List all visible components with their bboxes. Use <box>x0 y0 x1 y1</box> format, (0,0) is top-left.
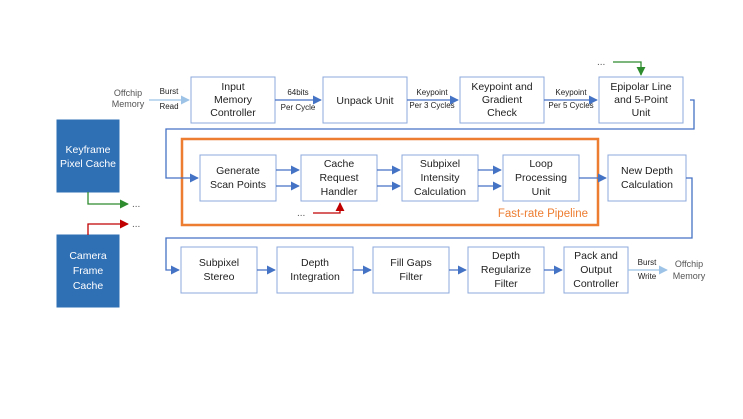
pack-output-controller-label-3: Controller <box>573 278 619 290</box>
pack-output-controller-label-2: Output <box>580 264 612 276</box>
camera-frame-cache-label-2: Frame <box>73 265 103 277</box>
unpack-unit: Unpack Unit <box>322 76 408 124</box>
camera-output-arrow <box>87 219 129 235</box>
epipolar-unit-label-2: and 5-Point <box>614 94 668 106</box>
keyframe-pixel-cache: Keyframe Pixel Cache <box>56 119 120 193</box>
cache-request-handler: Cache Request Handler <box>300 154 378 202</box>
new-depth-calculation-label-1: New Depth <box>621 165 673 177</box>
input-memory-controller-label-2: Memory <box>214 94 253 106</box>
epipolar-unit-label-3: Unit <box>632 107 651 119</box>
keypoint-gradient-check-label-3: Check <box>487 107 518 119</box>
keypoint-gradient-check-label-1: Keypoint and <box>471 81 532 93</box>
subpixel-stereo: Subpixel Stereo <box>180 246 258 294</box>
keypoint-5-label-2: Per 5 Cycles <box>548 101 593 110</box>
burst-write-label-2: Write <box>638 272 657 281</box>
burst-read-label-2: Read <box>159 102 178 111</box>
generate-scan-points-label-2: Scan Points <box>210 179 266 191</box>
camera-frame-cache-label-3: Cache <box>73 280 104 292</box>
cache-request-handler-label-1: Cache <box>324 158 355 170</box>
bits-per-cycle-label-1: 64bits <box>287 88 308 97</box>
arrow-epipolar-to-generate <box>165 99 695 183</box>
depth-regularize-filter: Depth Regularize Filter <box>467 246 545 294</box>
fill-gaps-filter-label-1: Fill Gaps <box>390 257 431 269</box>
subpixel-intensity-label-2: Intensity <box>420 172 460 184</box>
cache-input-dots: ... <box>297 208 305 219</box>
depth-regularize-label-3: Filter <box>494 278 518 290</box>
epipolar-input-dots: ... <box>597 57 605 68</box>
bits-per-cycle-label-2: Per Cycle <box>281 103 316 112</box>
subpixel-intensity-label-3: Calculation <box>414 186 466 198</box>
keypoint-gradient-check: Keypoint and Gradient Check <box>459 76 545 124</box>
epipolar-line-5-point-unit: Epipolar Line and 5-Point Unit <box>598 76 684 124</box>
loop-processing-label-2: Processing <box>515 172 567 184</box>
epipolar-unit-label-1: Epipolar Line <box>610 81 671 93</box>
fill-gaps-filter-label-2: Filter <box>399 271 423 283</box>
burst-write-label-1: Burst <box>638 258 657 267</box>
fill-gaps-filter: Fill Gaps Filter <box>372 246 450 294</box>
new-depth-calculation: New Depth Calculation <box>607 154 687 202</box>
cache-input-arrow <box>313 202 345 214</box>
loop-processing-unit: Loop Processing Unit <box>502 154 580 202</box>
keypoint-3-label-1: Keypoint <box>416 88 448 97</box>
new-depth-calculation-label-2: Calculation <box>621 179 673 191</box>
arrow-new-depth-to-stereo <box>165 177 693 275</box>
offchip-memory-in-1: Offchip <box>114 88 142 98</box>
depth-regularize-label-2: Regularize <box>481 264 531 276</box>
input-memory-controller-label-3: Controller <box>210 107 256 119</box>
cache-request-handler-label-3: Handler <box>321 186 358 198</box>
subpixel-stereo-label-1: Subpixel <box>199 257 239 269</box>
subpixel-stereo-label-2: Stereo <box>204 271 235 283</box>
burst-read-label-1: Burst <box>160 87 179 96</box>
keyframe-pixel-cache-label-2: Pixel Cache <box>60 158 116 170</box>
keypoint-3-label-2: Per 3 Cycles <box>409 101 454 110</box>
camera-frame-cache-label-1: Camera <box>69 250 107 262</box>
depth-integration-label-1: Depth <box>301 257 329 269</box>
depth-integration-label-2: Integration <box>290 271 340 283</box>
keyframe-output-dots: ... <box>132 199 140 210</box>
cache-request-handler-label-2: Request <box>319 172 358 184</box>
offchip-memory-in-2: Memory <box>112 99 145 109</box>
epipolar-input-arrow <box>613 61 646 76</box>
subpixel-intensity-calculation: Subpixel Intensity Calculation <box>401 154 479 202</box>
keypoint-5-label-1: Keypoint <box>555 88 587 97</box>
input-memory-controller-label-1: Input <box>221 81 244 93</box>
offchip-memory-out-1: Offchip <box>675 259 703 269</box>
input-memory-controller: Input Memory Controller <box>190 76 276 124</box>
offchip-memory-out-2: Memory <box>673 271 706 281</box>
generate-scan-points: Generate Scan Points <box>199 154 277 202</box>
pack-output-controller: Pack and Output Controller <box>563 246 629 294</box>
subpixel-intensity-label-1: Subpixel <box>420 158 460 170</box>
keyframe-pixel-cache-label-1: Keyframe <box>66 144 111 156</box>
keyframe-output-arrow <box>87 192 129 209</box>
fast-rate-pipeline-label: Fast-rate Pipeline <box>498 208 588 220</box>
unpack-unit-label: Unpack Unit <box>336 95 393 107</box>
pack-output-controller-label-1: Pack and <box>574 250 618 262</box>
depth-regularize-label-1: Depth <box>492 250 520 262</box>
generate-scan-points-label-1: Generate <box>216 165 260 177</box>
depth-integration: Depth Integration <box>276 246 354 294</box>
loop-processing-label-1: Loop <box>529 158 553 170</box>
camera-output-dots: ... <box>132 219 140 230</box>
camera-frame-cache: Camera Frame Cache <box>56 234 120 308</box>
keypoint-gradient-check-label-2: Gradient <box>482 94 522 106</box>
loop-processing-label-3: Unit <box>532 186 551 198</box>
